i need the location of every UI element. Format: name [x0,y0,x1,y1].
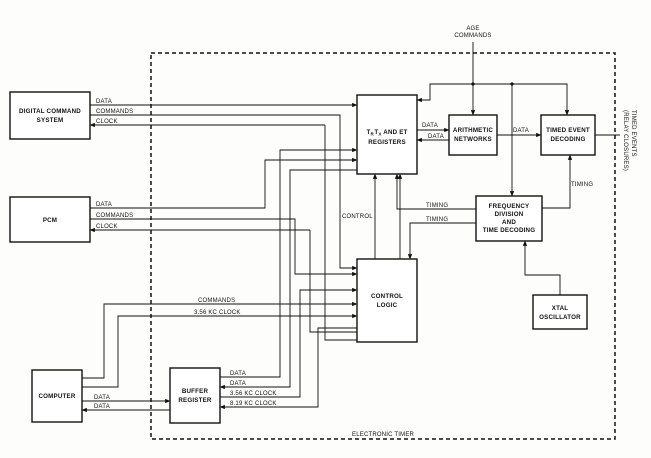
control-logic-label-1: CONTROL [371,293,403,300]
dcs-label-1: DIGITAL COMMAND [19,108,81,115]
comp-clock-label: 3.56 KC CLOCK [194,310,241,316]
tr-tx-et-registers-block: TRTX AND ET REGISTERS [356,94,418,175]
control-label: CONTROL [342,214,373,220]
buffer-register-block: BUFFER REGISTER [169,367,221,424]
control-logic-label-2: LOGIC [377,302,398,309]
registers-label-1: TRTX AND ET [366,129,407,137]
control-logic-block: CONTROL LOGIC [356,258,418,343]
dcs-clock-label: CLOCK [96,119,118,125]
timed-event-decoding-block: TIMED EVENT DECODING [540,114,596,156]
buf-data1-label: DATA [230,371,246,377]
xtal-label-1: XTAL [552,305,569,312]
timing2-label: TIMING [426,203,448,209]
pcm-clock-label: CLOCK [96,224,118,230]
timing1-label: TIMING [571,182,593,188]
electronic-timer-label: ELECTRONIC TIMER [352,432,415,438]
timed-event-label-1: TIMED EVENT [546,127,590,134]
core-wires: CONTROL DATA DATA DATA TIMING TIMING TIM… [342,42,620,295]
timed-events-label-2: (RELAY CLOSURES) [622,110,628,171]
buffer-label-2: REGISTER [178,397,212,404]
comp-buf-data1-label: DATA [94,395,110,401]
buffer-label-1: BUFFER [182,388,209,395]
digital-command-system-block: DIGITAL COMMAND SYSTEM [9,91,91,140]
buf-data2-label: DATA [230,381,246,387]
pcm-wires: DATA COMMANDS CLOCK [90,157,358,333]
arith-ted-data-label: DATA [513,128,529,134]
reg-arith-data2-label: DATA [428,134,444,140]
freq-label-3: AND [502,219,516,226]
timing3-label: TIMING [426,217,448,223]
buffer-wires: DATA DATA 3.56 KC CLOCK 8.19 KC CLOCK [219,147,358,410]
pcm-commands-label: COMMANDS [96,213,133,219]
dcs-label-2: SYSTEM [37,117,64,124]
timed-event-label-2: DECODING [551,136,586,143]
comp-buf-data2-label: DATA [94,404,110,410]
frequency-division-block: FREQUENCY DIVISION AND TIME DECODING [475,195,543,242]
freq-label-2: DIVISION [495,211,524,218]
arithmetic-networks-block: ARITHMETIC NETWORKS [448,114,498,156]
xtal-oscillator-block: XTAL OSCILLATOR [532,294,588,330]
reg-arith-data1-label: DATA [422,123,438,129]
computer-block: COMPUTER [31,369,83,423]
pcm-label: PCM [43,217,57,224]
dcs-data-label: DATA [96,99,112,105]
freq-label-1: FREQUENCY [489,203,530,210]
pcm-block: PCM [9,196,91,243]
comp-commands-label: COMMANDS [198,298,235,304]
xtal-label-2: OSCILLATOR [539,314,581,321]
freq-label-4: TIME DECODING [483,227,535,234]
computer-wires: COMMANDS 3.56 KC CLOCK DATA DATA [81,298,358,413]
buf-clock2-label: 8.19 KC CLOCK [230,401,277,407]
age-commands-label-2: COMMANDS [454,33,491,39]
timed-events-label-1: TIMED EVENTS [630,110,636,157]
age-commands-label-1: AGE [466,26,479,32]
pcm-data-label: DATA [96,202,112,208]
registers-label-2: REGISTERS [368,139,406,146]
computer-label: COMPUTER [38,393,75,400]
dcs-wires: DATA COMMANDS CLOCK [90,99,358,341]
dcs-commands-label: COMMANDS [96,109,133,115]
buf-clock1-label: 3.56 KC CLOCK [230,391,277,397]
arithmetic-label-1: ARITHMETIC [453,127,493,134]
electronic-timer-boundary [150,52,616,440]
arithmetic-label-2: NETWORKS [454,136,492,143]
